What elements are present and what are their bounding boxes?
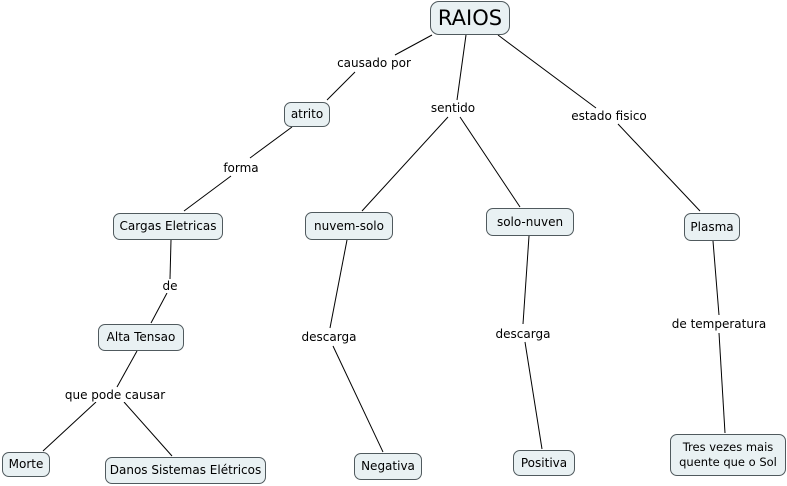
connector-raios-causado-por <box>394 34 433 56</box>
connector-de-temperatura-tres-vezes <box>718 332 726 434</box>
connector-raios-estado-fisico <box>497 34 597 109</box>
link-sentido: sentido <box>428 101 478 115</box>
node-positiva[interactable]: Positiva <box>513 450 575 476</box>
connector-sentido-solo-nuven <box>459 116 521 208</box>
connector-causado-por-atrito <box>326 71 356 101</box>
node-alta-tensao[interactable]: Alta Tensao <box>98 324 184 351</box>
connector-que-pode-causar-morte <box>42 401 97 452</box>
connector-estado-fisico-plasma <box>617 123 701 212</box>
link-estado-fisico: estado fisico <box>569 109 649 123</box>
connector-solo-nuven-descarga <box>522 235 530 325</box>
node-solo-nuven[interactable]: solo-nuven <box>486 208 574 236</box>
connector-que-pode-causar-danos <box>123 401 173 457</box>
link-causado-por: causado por <box>336 56 412 70</box>
connector-atrito-forma <box>249 126 293 159</box>
connector-de-alta-tensao <box>150 292 168 324</box>
link-forma: forma <box>220 161 262 175</box>
connector-descarga-negativa <box>332 345 384 453</box>
connector-cargas-de <box>169 239 172 280</box>
node-morte[interactable]: Morte <box>2 452 50 477</box>
link-descarga-2: descarga <box>493 327 553 341</box>
connector-alta-tensao-que-pode-causar <box>116 350 138 388</box>
link-que-pode-causar: que pode causar <box>62 388 168 402</box>
node-raios[interactable]: RAIOS <box>430 1 510 35</box>
node-plasma[interactable]: Plasma <box>684 213 740 241</box>
node-atrito[interactable]: atrito <box>284 102 330 127</box>
link-descarga-1: descarga <box>299 330 359 344</box>
node-danos-sistemas-eletricos[interactable]: Danos Sistemas Elétricos <box>105 457 266 484</box>
link-de-temperatura: de temperatura <box>671 317 767 331</box>
connector-sentido-nuvem-solo <box>361 116 449 212</box>
node-tres-vezes-mais-quente[interactable]: Tres vezes mais quente que o Sol <box>670 434 786 476</box>
link-de: de <box>159 279 181 293</box>
node-nuvem-solo[interactable]: nuvem-solo <box>305 212 393 240</box>
connector-raios-sentido <box>456 34 467 101</box>
node-negativa[interactable]: Negativa <box>354 453 422 480</box>
connector-forma-cargas <box>183 175 232 212</box>
connector-plasma-de-temperatura <box>712 240 720 316</box>
node-cargas-eletricas[interactable]: Cargas Eletricas <box>113 213 223 240</box>
connector-nuvem-solo-descarga <box>329 239 348 329</box>
connector-descarga-positiva <box>524 341 543 450</box>
